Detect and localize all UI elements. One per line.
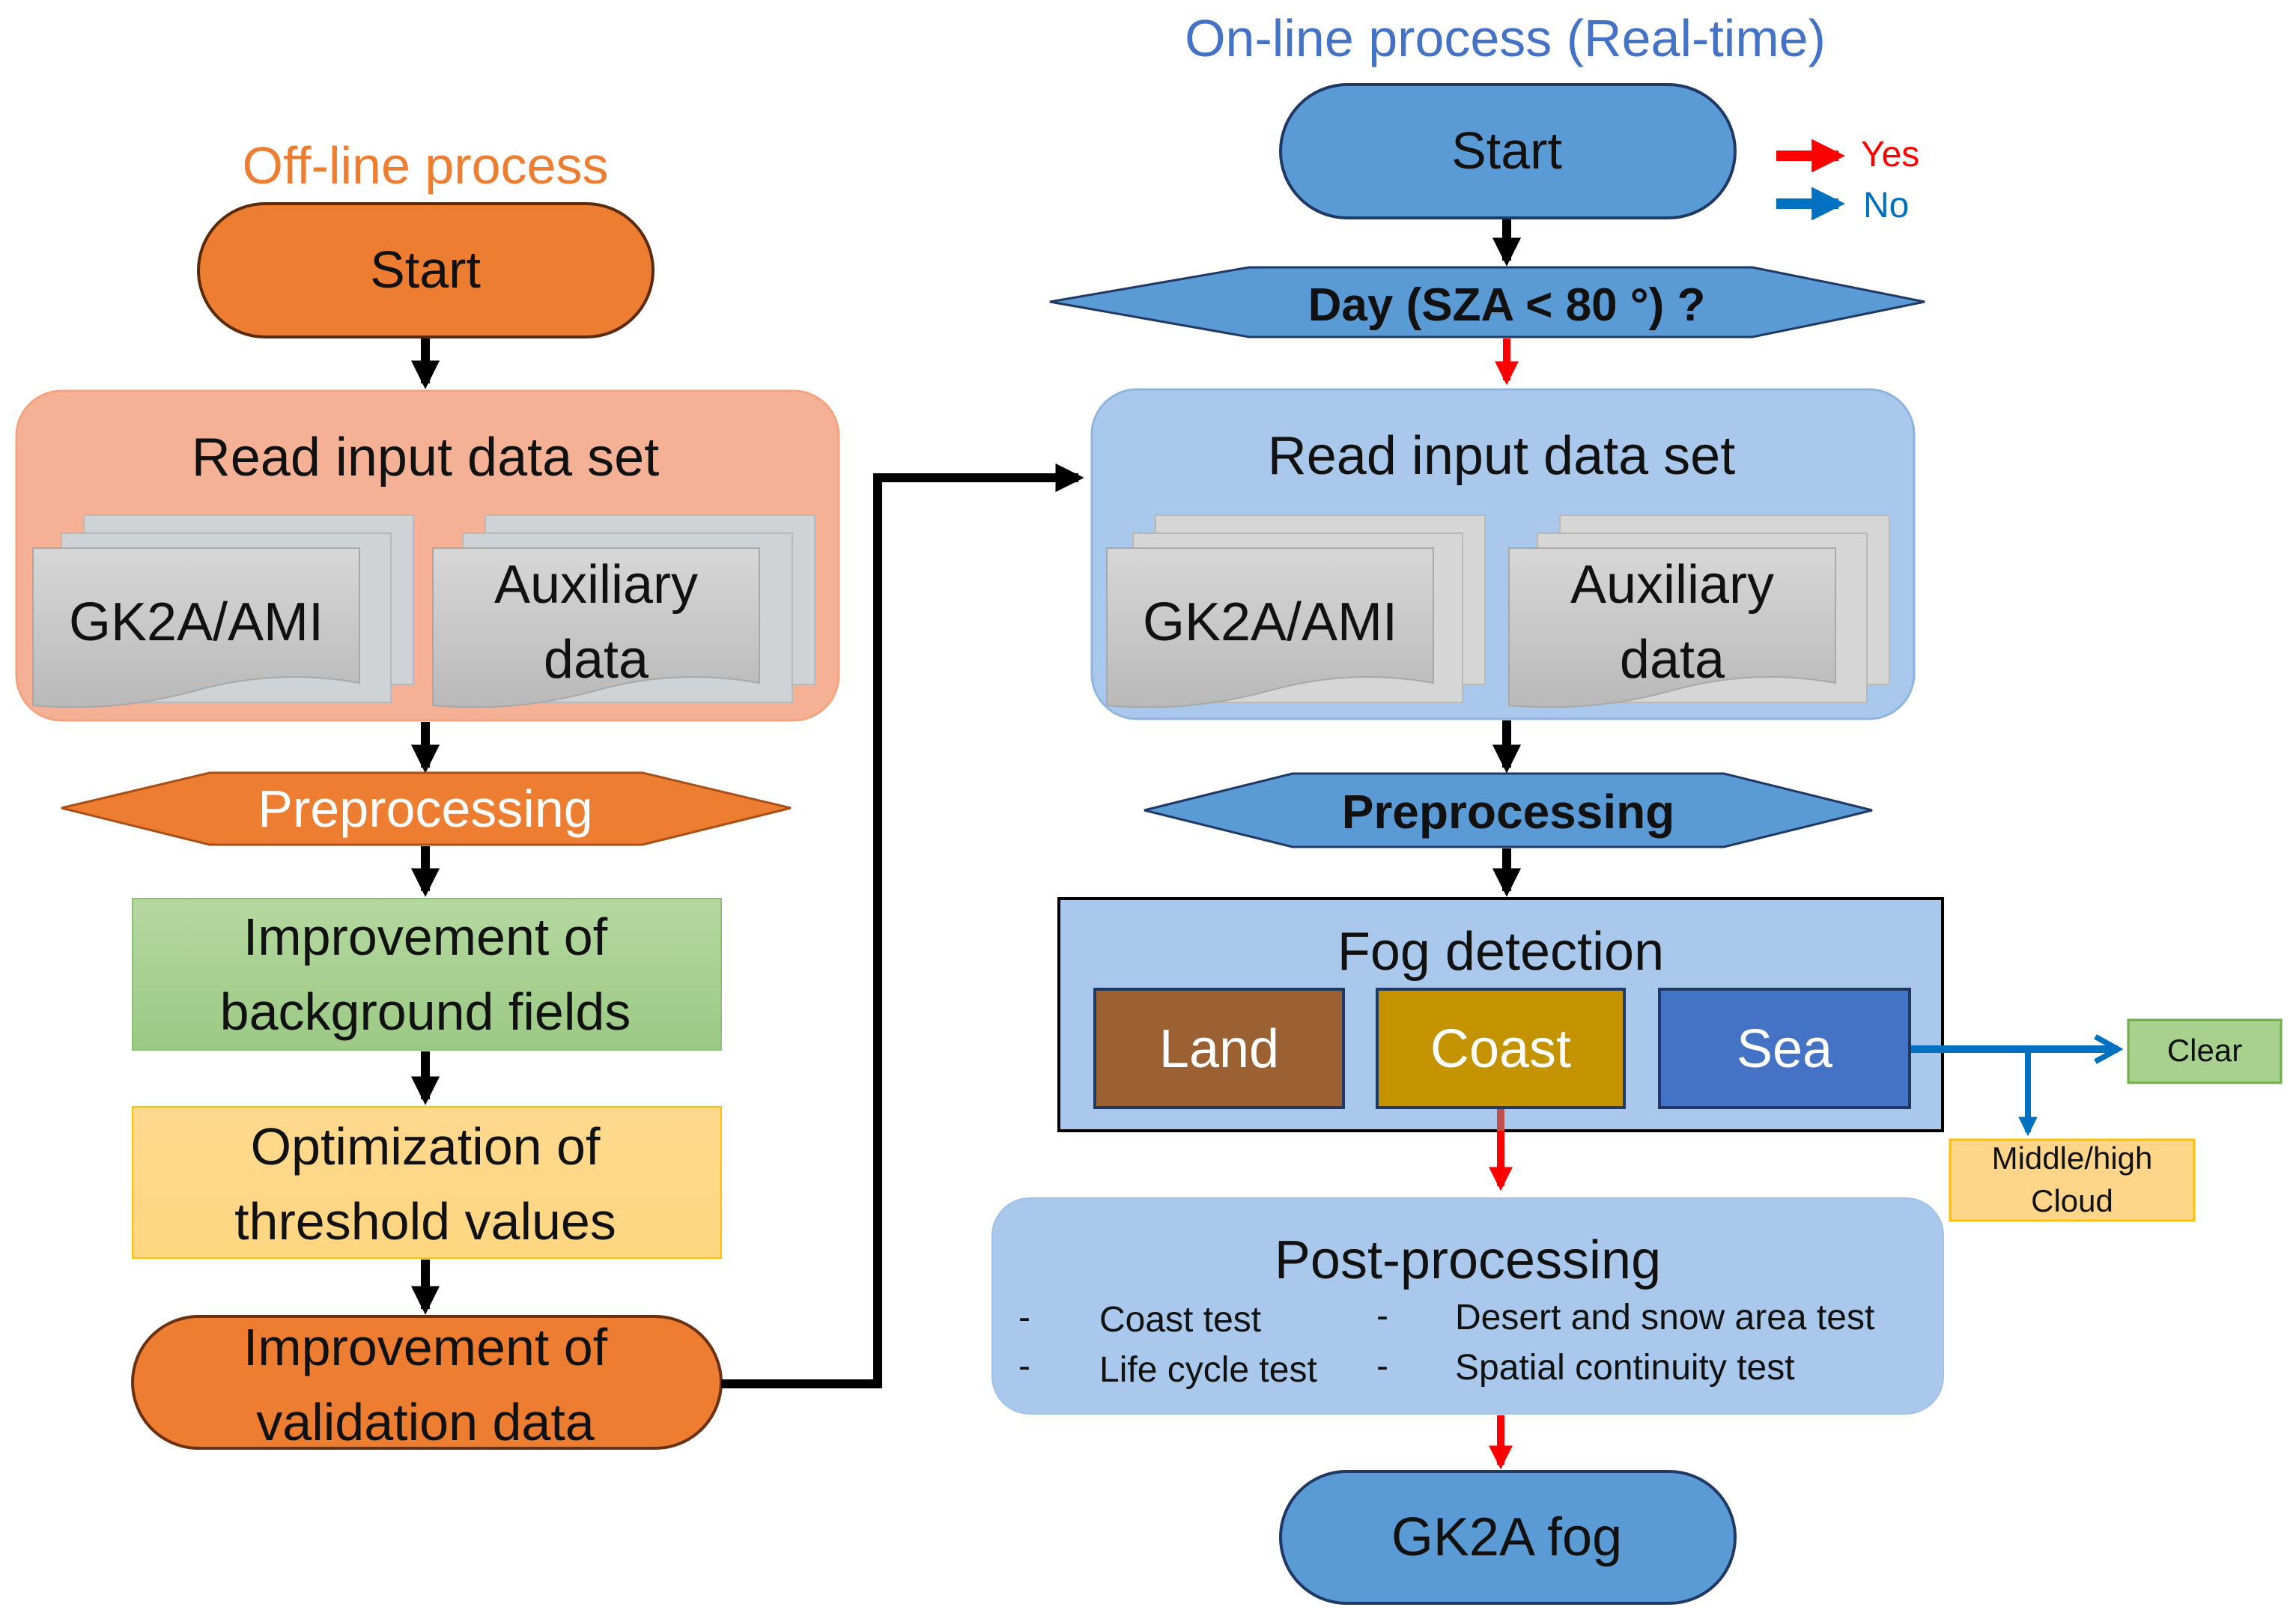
offline-improve-validation-node[interactable]: Improvement of validation data [131,1315,723,1451]
offline-process: Off-line process Start Read input data s… [15,136,840,1451]
post-processing-panel[interactable]: Post-processing - Coast test - Life cycl… [991,1197,1944,1415]
sea-box[interactable]: Sea [1658,988,1911,1109]
offline-aux-label-1: Auxiliary [494,555,698,615]
midhigh-label-2: Cloud [2031,1183,2113,1218]
online-process: On-line process (Real-time) Start Yes No… [991,9,2283,1605]
bullet: - [1376,1346,1388,1386]
online-read-input-panel[interactable]: Read input data set GK2A/AMI Auxiliary d… [1090,388,1916,720]
offline-to-online-connector [721,463,1084,1388]
online-aux-label-1: Auxiliary [1570,555,1774,615]
offline-improve-val-label-1: Improvement of [243,1318,608,1376]
land-box[interactable]: Land [1093,988,1345,1109]
land-label: Land [1159,1019,1279,1079]
online-day-check-node[interactable]: Day (SZA < 80 °) ? [1049,266,1925,338]
online-day-check-label: Day (SZA < 80 °) ? [1308,279,1706,331]
post-processing-title: Post-processing [1275,1230,1661,1290]
coast-box[interactable]: Coast [1376,988,1626,1109]
online-preprocessing-label: Preprocessing [1342,785,1675,839]
offline-gk2a-document: GK2A/AMI [32,514,414,708]
online-preprocessing-node[interactable]: Preprocessing [1144,772,1873,848]
clear-box[interactable]: Clear [2127,1018,2283,1084]
offline-optimize-label-1: Optimization of [251,1117,601,1176]
offline-auxiliary-document: Auxiliary data [432,514,816,708]
offline-optimize-threshold-node[interactable]: Optimization of threshold values [132,1106,722,1259]
yes-no-legend: Yes No [1776,135,1919,225]
middle-high-cloud-box[interactable]: Middle/high Cloud [1949,1138,2196,1222]
offline-gk2a-label: GK2A/AMI [69,592,324,652]
online-start-node[interactable]: Start [1279,83,1737,219]
offline-aux-label-2: data [544,630,649,690]
post-test-coast: Coast test [1099,1300,1261,1340]
online-aux-label-2: data [1620,630,1725,690]
offline-improve-val-label-2: validation data [256,1393,595,1451]
offline-improve-bg-label-2: background fields [220,982,631,1041]
post-test-desert-snow: Desert and snow area test [1455,1298,1874,1337]
clear-label: Clear [2167,1033,2242,1068]
online-gk2a-document: GK2A/AMI [1106,514,1486,708]
online-start-label: Start [1451,121,1562,180]
sea-label: Sea [1737,1019,1833,1079]
bullet: - [1018,1346,1030,1386]
offline-start-label: Start [370,240,481,299]
online-auxiliary-document: Auxiliary data [1508,514,1890,708]
offline-read-input-panel[interactable]: Read input data set GK2A/AMI Auxiliary d… [15,389,840,722]
online-gk2a-label: GK2A/AMI [1143,592,1397,652]
post-test-life-cycle: Life cycle test [1099,1350,1317,1390]
legend-yes-label: Yes [1861,135,1919,174]
gk2a-fog-output-node[interactable]: GK2A fog [1279,1470,1737,1605]
online-title: On-line process (Real-time) [1185,9,1826,67]
post-test-spatial: Spatial continuity test [1455,1348,1795,1388]
legend-no-label: No [1863,186,1909,225]
fog-detection-panel[interactable]: Fog detection Land Coast Sea [1057,897,1944,1132]
offline-improve-background-node[interactable]: Improvement of background fields [132,898,722,1051]
gk2a-fog-label: GK2A fog [1391,1507,1622,1567]
offline-preprocessing-node[interactable]: Preprocessing [61,771,792,846]
offline-preprocessing-label: Preprocessing [258,780,592,838]
fog-detection-title: Fog detection [1337,922,1664,982]
offline-title: Off-line process [243,136,609,195]
coast-label: Coast [1430,1019,1571,1079]
bullet: - [1018,1298,1030,1337]
bullet: - [1376,1296,1388,1336]
offline-optimize-label-2: threshold values [234,1192,616,1251]
midhigh-label-1: Middle/high [1992,1140,2153,1176]
offline-improve-bg-label-1: Improvement of [243,908,608,966]
online-read-input-title: Read input data set [1268,426,1735,486]
offline-start-node[interactable]: Start [197,202,655,338]
offline-read-input-title: Read input data set [192,428,659,487]
